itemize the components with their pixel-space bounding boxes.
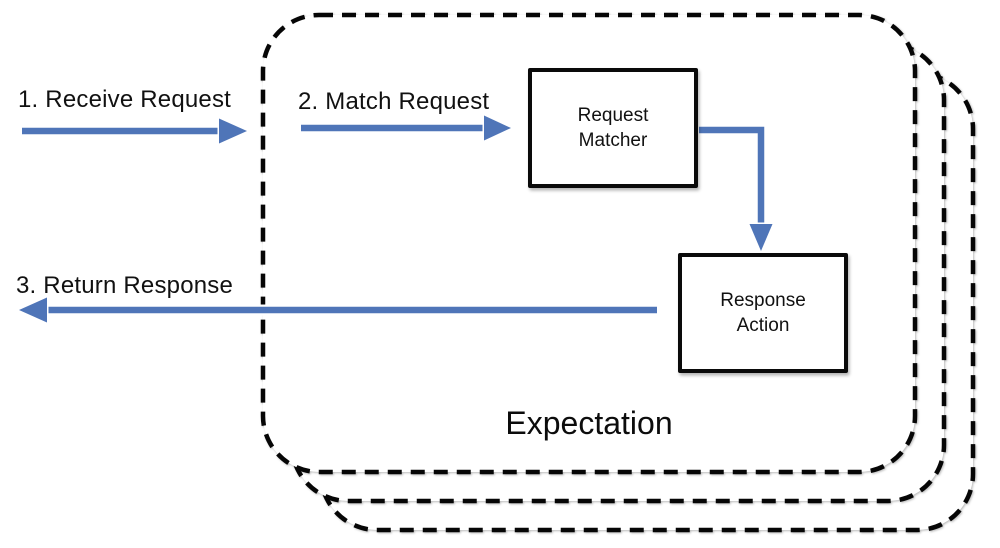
match-request-arrow <box>301 113 515 143</box>
receive-request-arrow <box>22 116 251 146</box>
expectation-label: Expectation <box>505 405 673 441</box>
response-action-box: Response Action <box>678 253 848 373</box>
arrowhead-right-icon <box>217 116 251 146</box>
arrowhead-left-icon <box>15 295 49 325</box>
matcher-to-action-arrow <box>699 124 775 255</box>
return-response-arrow <box>15 295 657 325</box>
response-action-label: Response Action <box>720 290 806 336</box>
arrowhead-down-icon <box>747 222 775 255</box>
step-1-receive-request-label: 1. Receive Request <box>18 86 232 113</box>
request-matcher-label: Request Matcher <box>577 105 649 151</box>
step-2-match-request-label: 2. Match Request <box>298 88 490 115</box>
arrowhead-right-icon <box>482 113 515 143</box>
request-matcher-box: Request Matcher <box>528 68 698 188</box>
step-3-return-response-label: 3. Return Response <box>16 272 234 299</box>
